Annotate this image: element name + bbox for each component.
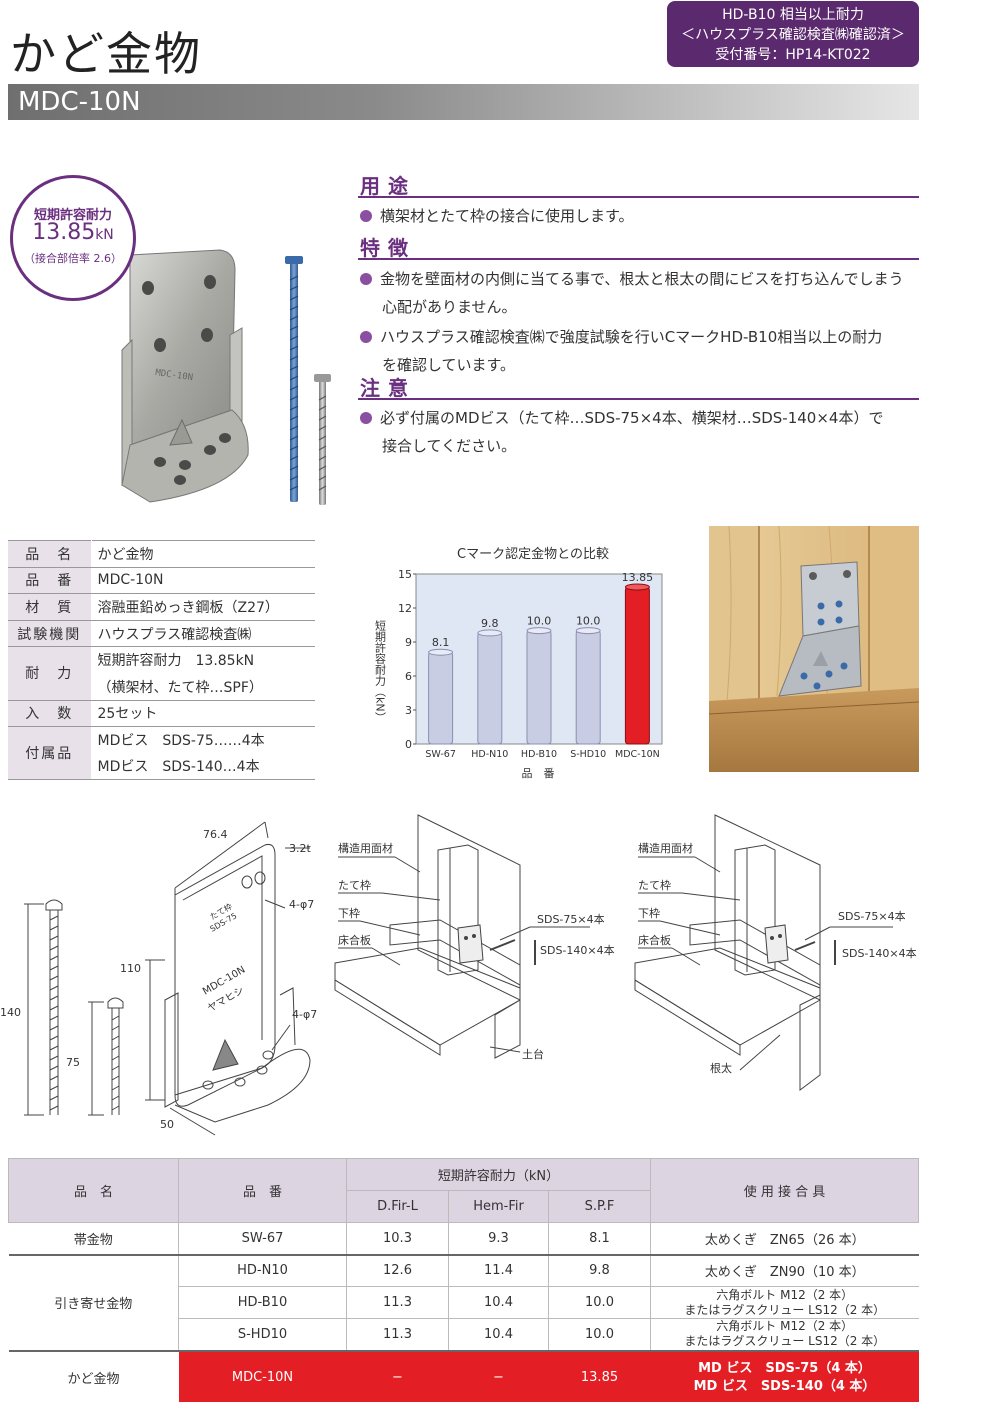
drawing2-label: 根太 xyxy=(710,1061,732,1075)
chart-bar xyxy=(477,632,503,745)
chart-title: Cマーク認定金物との比較 xyxy=(457,546,609,562)
spec-row: 材 質溶融亜鉛めっき鋼板（Z27） xyxy=(8,593,315,621)
drawing1-label: 床合板 xyxy=(338,933,371,947)
drawing1-label: SDS-140×4本 xyxy=(540,943,615,957)
drawing2-label: 床合板 xyxy=(638,933,671,947)
chart-bar-cap xyxy=(624,583,650,591)
cert-line: HD-B10 相当以上耐力 xyxy=(722,7,864,23)
model-number: MDC-10N xyxy=(18,87,141,117)
features-heading: 特徴 xyxy=(358,234,919,260)
x-tick-label: HD-N10 xyxy=(471,749,508,760)
chart-bar xyxy=(575,630,601,745)
table-row: HD-B10 11.3 10.4 10.0 六角ボルト M12（2 本）またはラ… xyxy=(9,1286,919,1319)
drawing2-label: 構造用面材 xyxy=(638,841,693,855)
highlight-row: かど金物 MDC-10N − − 13.85 MD ビス SDS-75（4 本）… xyxy=(8,1350,919,1402)
y-tick-label: 12 xyxy=(398,602,412,615)
chart-bar-cap xyxy=(526,627,552,635)
table-row: S-HD10 11.3 10.4 10.0 六角ボルト M12（2 本）またはラ… xyxy=(9,1318,919,1352)
drawing2-label: 下枠 xyxy=(638,906,660,920)
spec-row: 品 名かど金物 xyxy=(8,540,315,568)
usage-heading: 用途 xyxy=(358,172,919,198)
drawing1-label: SDS-75×4本 xyxy=(537,912,605,926)
caution-heading: 注意 xyxy=(358,374,919,400)
y-tick-label: 0 xyxy=(405,738,412,751)
y-tick-label: 9 xyxy=(405,636,412,649)
y-tick-label: 15 xyxy=(398,568,412,581)
certification-badge: HD-B10 相当以上耐力 ＜ハウスプラス確認検査㈱確認済＞ 受付番号：HP14… xyxy=(667,1,919,67)
data-label: 13.85 xyxy=(622,571,654,584)
comparison-table: 品 名 品 番 短期許容耐力（kN） 使 用 接 合 具 D.Fir-L Hem… xyxy=(8,1158,919,1402)
dim-label: 76.4 xyxy=(203,828,228,841)
dim-label: 140 xyxy=(0,1006,21,1019)
chart-bar-cap xyxy=(428,648,454,656)
caution-text: 必ず付属のMDビス（たて枠…SDS-75×4本、横架材…SDS-140×4本）で… xyxy=(360,404,920,460)
bullet-icon xyxy=(360,412,372,424)
y-tick-label: 6 xyxy=(405,670,412,683)
product-photo: MDC-10N xyxy=(121,249,331,505)
chart-bar xyxy=(526,630,552,745)
drawing1-label: 土台 xyxy=(522,1047,544,1061)
strength-label: 短期許容耐力 xyxy=(33,208,112,223)
strength-value: 13.85kN xyxy=(32,220,114,245)
dim-label: 110 xyxy=(120,962,141,975)
drawing2-label: たて枠 xyxy=(638,878,671,892)
chart-bar xyxy=(624,586,650,745)
dim-label: 4-φ7 xyxy=(289,898,314,911)
bullet-icon xyxy=(360,210,372,222)
table-row: 引き寄せ金物 HD-N10 12.6 11.4 9.8 太めくぎ ZN90（10… xyxy=(8,1254,919,1352)
page-title: かど金物 xyxy=(10,27,202,81)
model-bar: MDC-10N xyxy=(8,84,919,120)
data-label: 8.1 xyxy=(432,636,450,649)
features-text: 金物を壁面材の内側に当てる事で、根太と根太の間にビスを打ち込んでしまう 心配があ… xyxy=(360,265,920,379)
chart-bar-cap xyxy=(575,627,601,635)
drawing1-label: 下枠 xyxy=(338,906,360,920)
drawing1-label: たて枠 xyxy=(338,878,371,892)
y-axis-label: 短期許容耐力（kN） xyxy=(374,619,387,723)
bullet-icon xyxy=(360,273,372,285)
x-tick-label: S-HD10 xyxy=(570,749,606,760)
chart-bar xyxy=(428,651,454,745)
dim-label: 50 xyxy=(160,1118,174,1131)
header-row: D.Fir-L Hem-Fir S.P.F xyxy=(9,1190,919,1223)
x-axis-label: 品 番 xyxy=(522,767,555,780)
cert-line: ＜ハウスプラス確認検査㈱確認済＞ xyxy=(681,27,905,43)
spec-row: 耐 力短期許容耐力 13.85kN xyxy=(8,646,315,701)
y-tick-label: 3 xyxy=(405,704,412,717)
header-row: 品 名 品 番 短期許容耐力（kN） 使 用 接 合 具 xyxy=(8,1158,919,1223)
drawing2-label: SDS-75×4本 xyxy=(838,909,906,923)
technical-drawings: 76.4 3.2t 4-φ7 4-φ7 110 50 140 75 MDC-10… xyxy=(0,814,917,1136)
spec-row: 試験機関ハウスプラス確認検査㈱ xyxy=(8,620,315,648)
drawing2-label: SDS-140×4本 xyxy=(842,946,917,960)
x-tick-label: MDC-10N xyxy=(615,749,660,760)
comparison-chart: Cマーク認定金物との比較 0 3 6 9 12 15 8.1 9.8 10.0 10.0 13.8… xyxy=(374,546,663,780)
data-label: 10.0 xyxy=(576,615,601,628)
x-tick-label: SW-67 xyxy=(425,749,456,760)
table-row: 帯金物 SW-67 10.3 9.3 8.1 太めくぎ ZN65（26 本） xyxy=(8,1222,919,1256)
dim-label: 75 xyxy=(66,1056,80,1069)
drawing1-label: 構造用面材 xyxy=(338,841,393,855)
usage-text: 横架材とたて枠の接合に使用します。 xyxy=(360,202,920,230)
dim-label: 3.2t xyxy=(289,842,311,855)
x-tick-label: HD-B10 xyxy=(521,749,557,760)
cert-line: 受付番号：HP14-KT022 xyxy=(715,47,871,63)
bullet-icon xyxy=(360,331,372,343)
strength-note: （接合部倍率 2.6） xyxy=(24,252,122,265)
chart-bar-cap xyxy=(477,629,503,637)
dim-label: 4-φ7 xyxy=(292,1008,317,1021)
data-label: 9.8 xyxy=(481,617,499,630)
data-label: 10.0 xyxy=(527,615,552,628)
strength-badge: 短期許容耐力 13.85kN （接合部倍率 2.6） xyxy=(10,175,136,301)
installation-photo xyxy=(709,526,919,772)
